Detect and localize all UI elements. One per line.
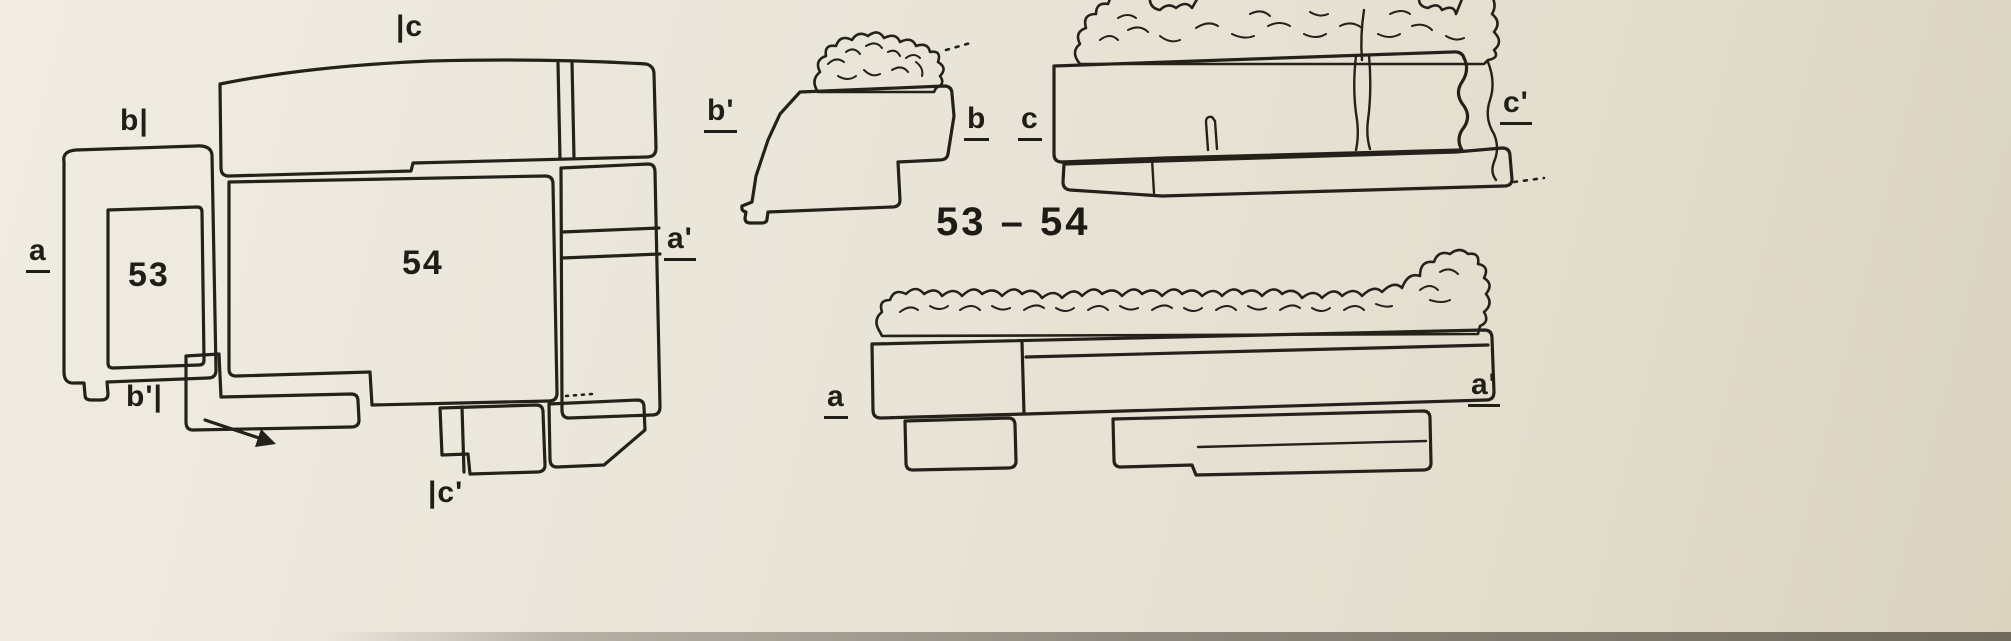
section-bb-label-right: b: [964, 104, 990, 141]
section-c-c: [1052, 0, 1546, 198]
section-cc-face-outline: [1052, 50, 1470, 164]
section-aa-rubble-texture: [899, 268, 1459, 313]
plan-label-b: b|: [120, 104, 149, 137]
block-54-right-band-joints: [560, 226, 662, 260]
section-cc-label-right: c': [1500, 88, 1532, 125]
plan-label-c: |c: [396, 10, 424, 43]
plan-label-b-prime: b'|: [126, 380, 163, 413]
block-53-number: 53: [128, 256, 170, 294]
section-cc-label-left: c: [1018, 104, 1042, 141]
scan-edge-shadow: [0, 632, 2011, 641]
section-aa-label-left: a: [824, 382, 848, 419]
section-aa-label-right: a': [1468, 370, 1500, 407]
block-54-lintel-outline: [218, 58, 658, 178]
block-53-outline: [62, 144, 218, 402]
block-54-lower-middle-outline: [438, 403, 547, 476]
block-54-right-band-outline: [559, 162, 662, 420]
section-bb-profile-outline: [740, 84, 956, 225]
section-bb-rubble-texture: [827, 42, 924, 80]
direction-arrow-icon: [203, 418, 276, 447]
section-bb-broken-edge-dashes: [944, 40, 976, 52]
plan-label-a-prime: a': [664, 224, 696, 261]
block-53-inner-outline: [106, 205, 206, 370]
block-54-body-outline: [227, 174, 559, 407]
section-aa-lower-middle-joint: [1196, 439, 1428, 449]
section-cc-lower-band-outline: [1061, 146, 1514, 198]
section-cc-rubble-joint: [1360, 8, 1366, 62]
section-aa-lower-middle-outline: [1111, 409, 1433, 477]
plan-label-a: a: [26, 236, 50, 273]
section-bb-label-left: b': [704, 96, 738, 133]
section-b-b: [740, 31, 976, 225]
block-54-number: 54: [402, 244, 444, 282]
section-cc-lower-band-step: [1150, 157, 1156, 195]
plan-label-c-prime: |c': [428, 476, 464, 509]
section-aa-rubble-outline: [875, 248, 1491, 338]
block-54-lower-right-outline: [547, 398, 647, 469]
section-aa-body-outline: [870, 328, 1496, 420]
section-aa-body-joints: [1020, 340, 1490, 415]
section-a-a: [870, 248, 1496, 477]
direction-arrow-shaft: [203, 418, 261, 440]
section-bb-rubble-outline: [813, 31, 945, 94]
section-cc-face-cracks: [1204, 53, 1372, 152]
block-54-lower-middle-joint: [460, 405, 466, 474]
block-54-lintel-joints: [556, 60, 576, 161]
block-54-foot-outline: [184, 352, 361, 432]
block-54-right-band-dotted-joint: [564, 392, 594, 398]
section-aa-left-step-outline: [903, 416, 1018, 472]
section-cc-broken-edge-dashes: [1512, 176, 1546, 184]
section-cc-broken-edge-tail: [1486, 60, 1499, 182]
section-cc-rubble-texture: [1099, 10, 1465, 43]
plan-view: [62, 58, 662, 476]
section-cc-rubble-outline: [1073, 0, 1501, 66]
figure-title: 53 – 54: [936, 200, 1091, 244]
direction-arrow-head: [255, 429, 276, 447]
